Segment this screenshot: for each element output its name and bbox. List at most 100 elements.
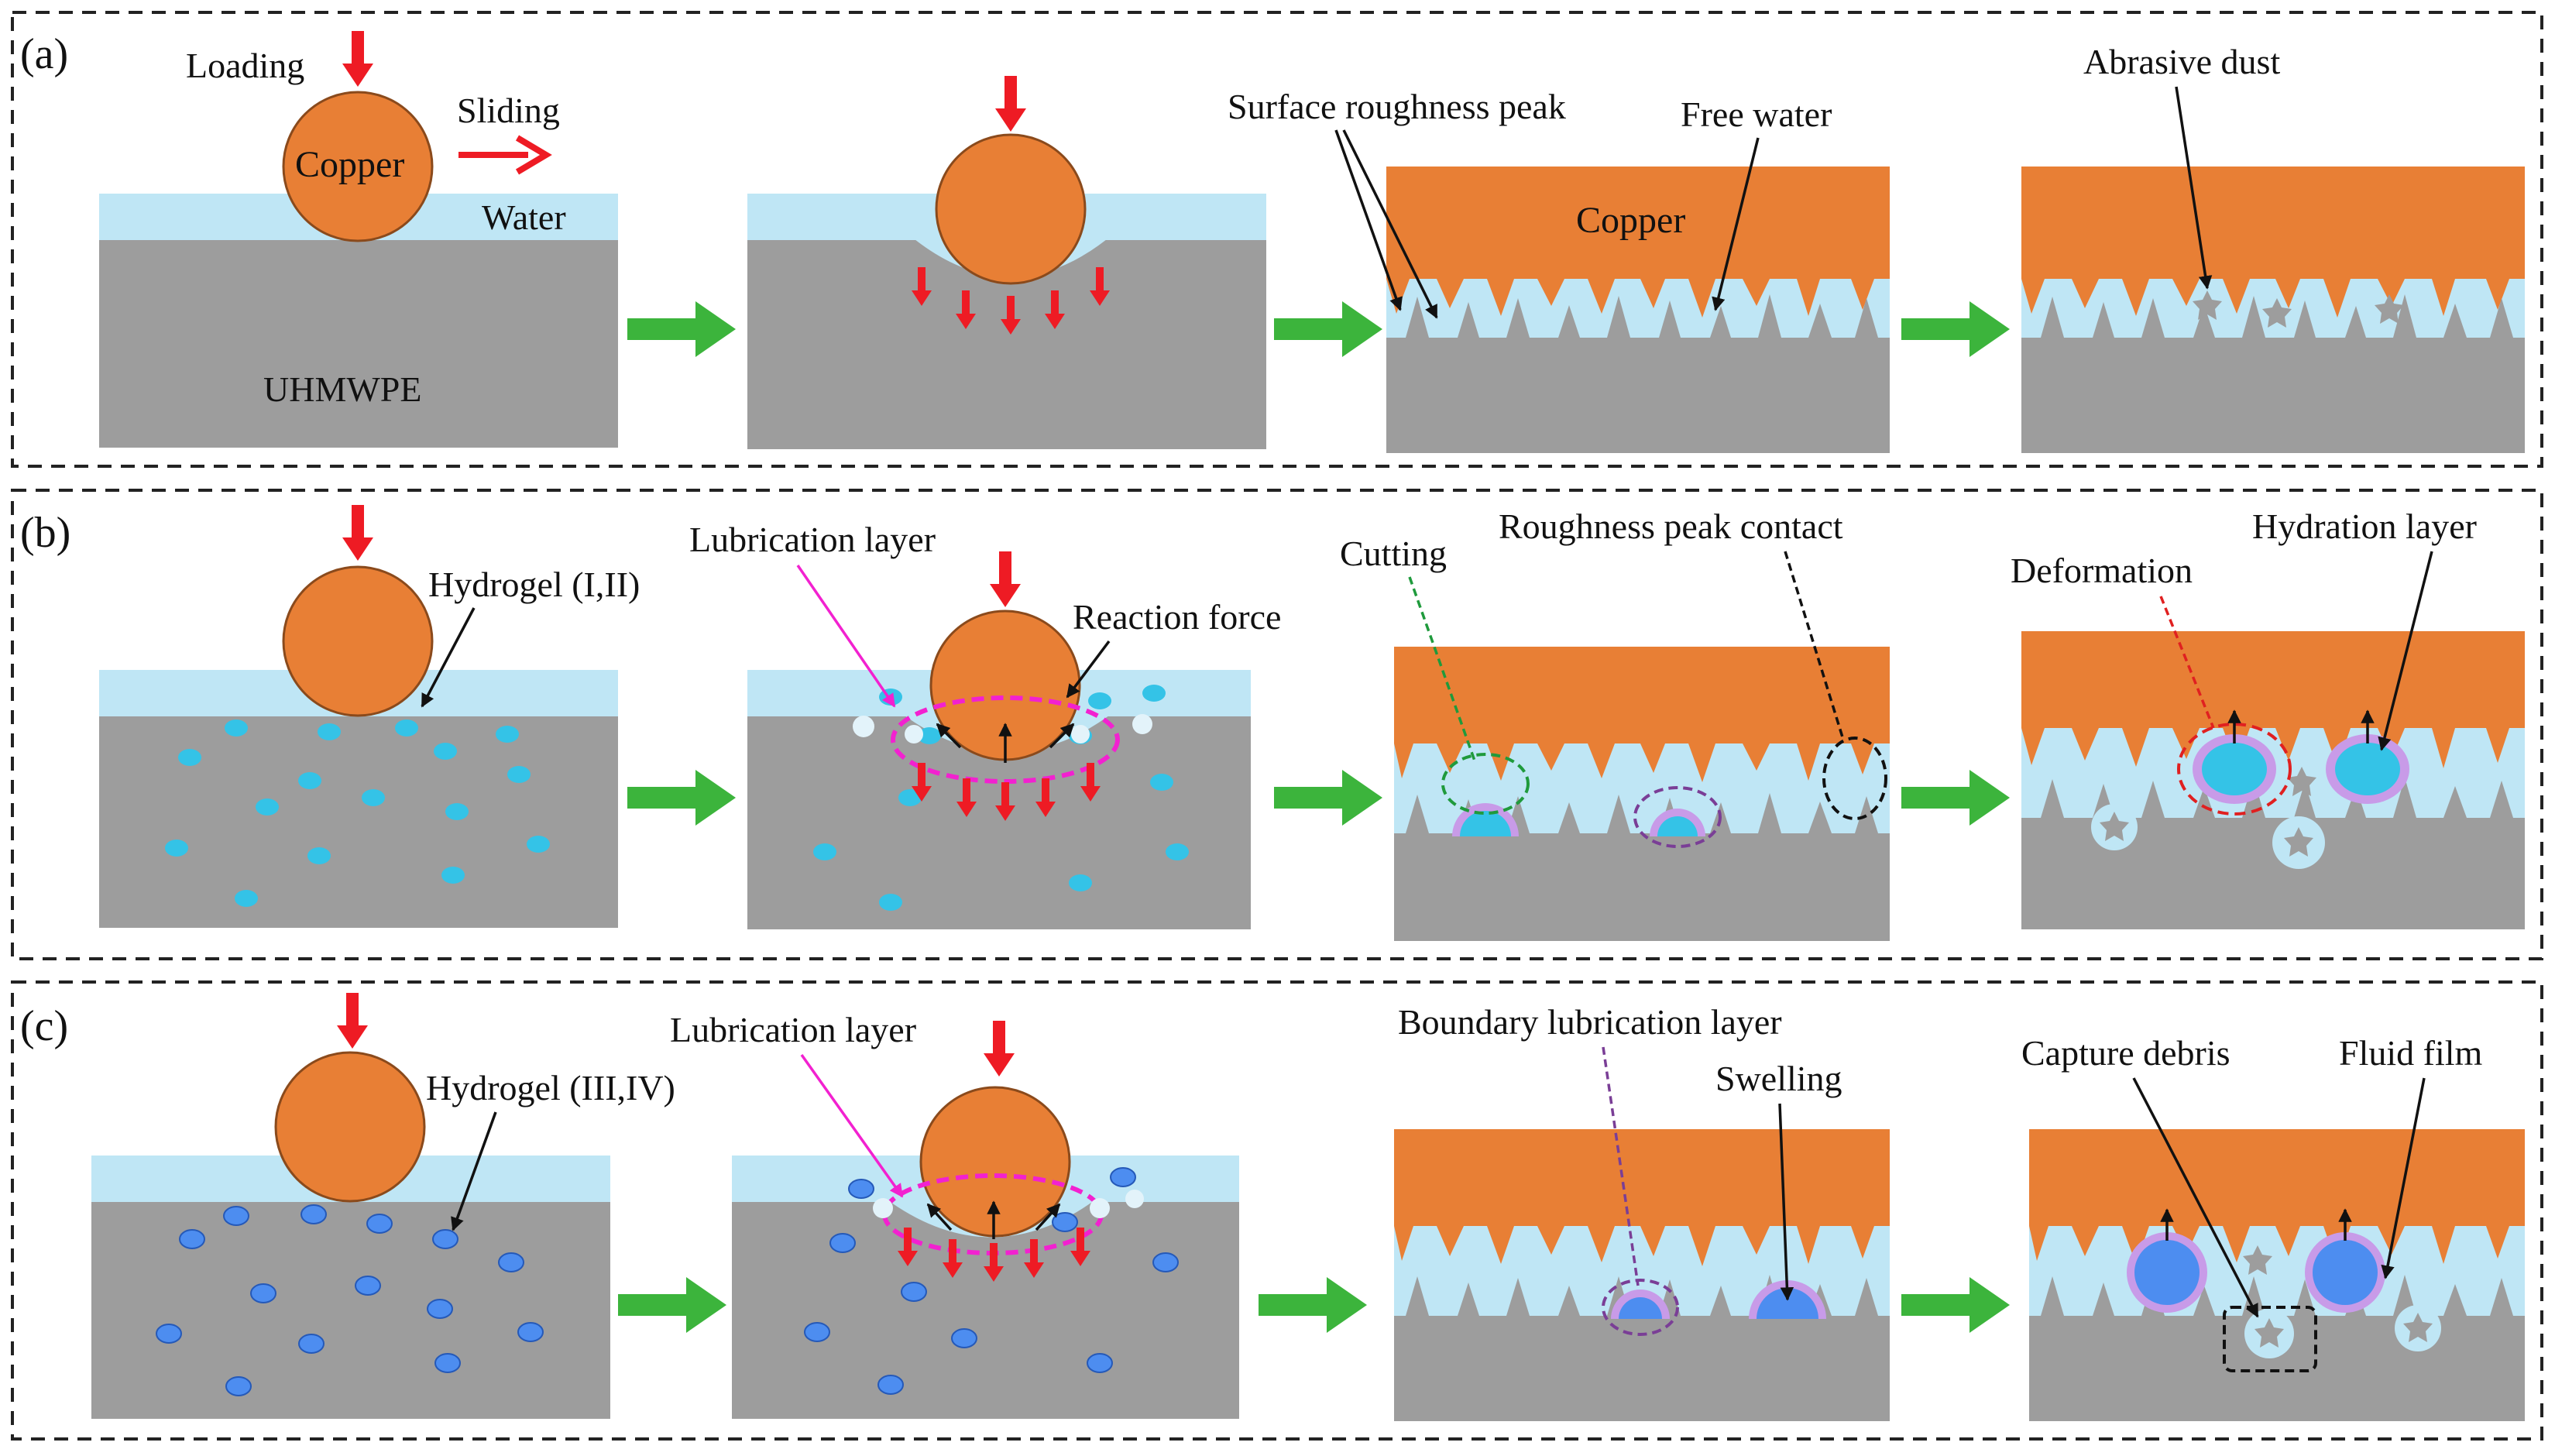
uhmwpe-block xyxy=(1394,836,1890,941)
hydrogel-core xyxy=(1657,816,1698,836)
surface-peak-label: Surface roughness peak xyxy=(1228,87,1566,126)
peak-contact-ring xyxy=(1822,737,1887,820)
process-arrow xyxy=(1901,1277,2010,1333)
hydrogel-core xyxy=(1460,811,1511,836)
peak-contact-pointer xyxy=(1784,551,1845,740)
copper-ball xyxy=(919,1086,1071,1238)
abrasive-pointer xyxy=(2175,86,2213,290)
capture-box xyxy=(2223,1306,2317,1372)
stage-c2: Lubrication layer xyxy=(670,1010,1239,1419)
uhmwpe-block xyxy=(732,1202,1239,1419)
stage-b1: Hydrogel (I,II) xyxy=(99,505,640,928)
panel-b-tag: (b) xyxy=(20,509,70,557)
reaction-arrow xyxy=(926,1203,953,1231)
copper-plate xyxy=(2021,631,2525,724)
boundary-pointer xyxy=(1602,1046,1640,1286)
uhmwpe-block xyxy=(99,240,618,448)
uhmwpe-label: UHMWPE xyxy=(263,369,421,409)
lubrication-pointer xyxy=(800,1053,904,1198)
process-arrow xyxy=(1259,1277,1367,1333)
lubrication-ring xyxy=(891,695,1120,784)
deformation-ring xyxy=(2177,723,2292,816)
hydration-layer-label: Hydration layer xyxy=(2252,507,2477,546)
copper-peaks xyxy=(1394,1222,1890,1266)
uhmwpe-block xyxy=(2021,341,2525,453)
copper-plate xyxy=(2029,1129,2525,1222)
copper-plate xyxy=(2021,167,2525,275)
loading-arrow xyxy=(342,31,373,87)
cutting-ring xyxy=(1441,753,1530,815)
lubrication-layer-label: Lubrication layer xyxy=(689,520,936,559)
swelling-pointer xyxy=(1778,1103,1794,1301)
abrasive-dust-label: Abrasive dust xyxy=(2083,42,2280,81)
swelling-label: Swelling xyxy=(1715,1059,1842,1098)
uhmwpe-peaks xyxy=(2021,294,2525,342)
hydrogel-core xyxy=(2134,1240,2200,1305)
copper-plate xyxy=(1394,1129,1890,1222)
lubrication-pointer xyxy=(796,565,896,708)
free-water-pointer xyxy=(1712,137,1760,311)
hydrogel-pointer xyxy=(421,607,476,708)
copper-peaks xyxy=(1394,740,1890,782)
hydrogel-core xyxy=(1757,1288,1818,1319)
uhmwpe-peaks xyxy=(2021,778,2525,822)
process-arrow xyxy=(627,770,736,826)
process-arrow xyxy=(1274,301,1382,357)
reaction-arrow xyxy=(1049,723,1075,749)
cutting-label: Cutting xyxy=(1340,534,1447,573)
peak-pointer xyxy=(1342,129,1438,319)
panel-c-border xyxy=(11,980,2543,1441)
process-arrow xyxy=(1901,770,2010,826)
loading-arrow xyxy=(337,993,368,1049)
fluid-film-pointer xyxy=(2381,1077,2426,1279)
copper-label: Copper xyxy=(295,144,404,185)
process-arrow xyxy=(1901,301,2010,357)
stage-c4: Capture debris Fluid film xyxy=(2021,1033,2525,1421)
hydrogel-particles xyxy=(156,1204,544,1396)
water-pockets xyxy=(853,714,1152,743)
copper-ball xyxy=(935,133,1087,285)
loading-arrow xyxy=(990,551,1021,607)
copper-peaks xyxy=(2021,724,2525,768)
panel-b: (b) Hydrogel (I,II) xyxy=(11,489,2543,960)
copper-peaks xyxy=(1386,275,1890,318)
reaction-force-label: Reaction force xyxy=(1073,597,1281,637)
copper-ball xyxy=(282,565,434,717)
uhmwpe-block xyxy=(91,1202,610,1419)
copper-ball xyxy=(282,91,434,242)
hydrogel-core xyxy=(2313,1240,2378,1305)
hydrogel-label: Hydrogel (I,II) xyxy=(428,565,640,604)
panel-c-tag: (c) xyxy=(20,1002,68,1050)
free-water-label: Free water xyxy=(1681,94,1832,134)
panel-a: (a) Loading Copper Sliding Water UHMWPE xyxy=(11,11,2543,468)
uhmwpe-block xyxy=(99,716,618,928)
stage-c3: Boundary lubrication layer Swelling xyxy=(1394,1002,1890,1421)
uhmwpe-peaks xyxy=(1386,294,1890,342)
process-arrow xyxy=(618,1277,726,1333)
boundary-ring xyxy=(1602,1279,1679,1336)
peak-pointer xyxy=(1334,129,1403,311)
copper-label: Copper xyxy=(1576,200,1685,241)
deformation-label: Deformation xyxy=(2011,551,2193,590)
loading-label: Loading xyxy=(186,46,304,85)
capture-debris-label: Capture debris xyxy=(2021,1033,2230,1073)
stage-a1: Loading Copper Sliding Water UHMWPE xyxy=(99,31,618,448)
stage-a2 xyxy=(747,76,1266,449)
hydration-pointer xyxy=(2378,551,2433,751)
process-arrow xyxy=(627,301,736,357)
copper-ball xyxy=(274,1051,426,1203)
stage-c1: Hydrogel (III,IV) xyxy=(91,993,675,1419)
loading-arrow xyxy=(342,505,373,561)
copper-plate xyxy=(1394,647,1890,740)
stage-b2: Lubrication layer Reaction force xyxy=(689,520,1281,929)
uhmwpe-block xyxy=(1386,341,1890,453)
reaction-arrow xyxy=(1035,1203,1061,1231)
loading-arrow xyxy=(984,1021,1015,1077)
hydrogel-core xyxy=(2335,743,2400,795)
lubrication-layer-label: Lubrication layer xyxy=(670,1010,916,1049)
copper-peaks xyxy=(2021,275,2525,318)
hydrogel-core xyxy=(1619,1297,1662,1319)
hydrogel-label: Hydrogel (III,IV) xyxy=(426,1068,675,1107)
panel-a-tag: (a) xyxy=(20,30,68,78)
